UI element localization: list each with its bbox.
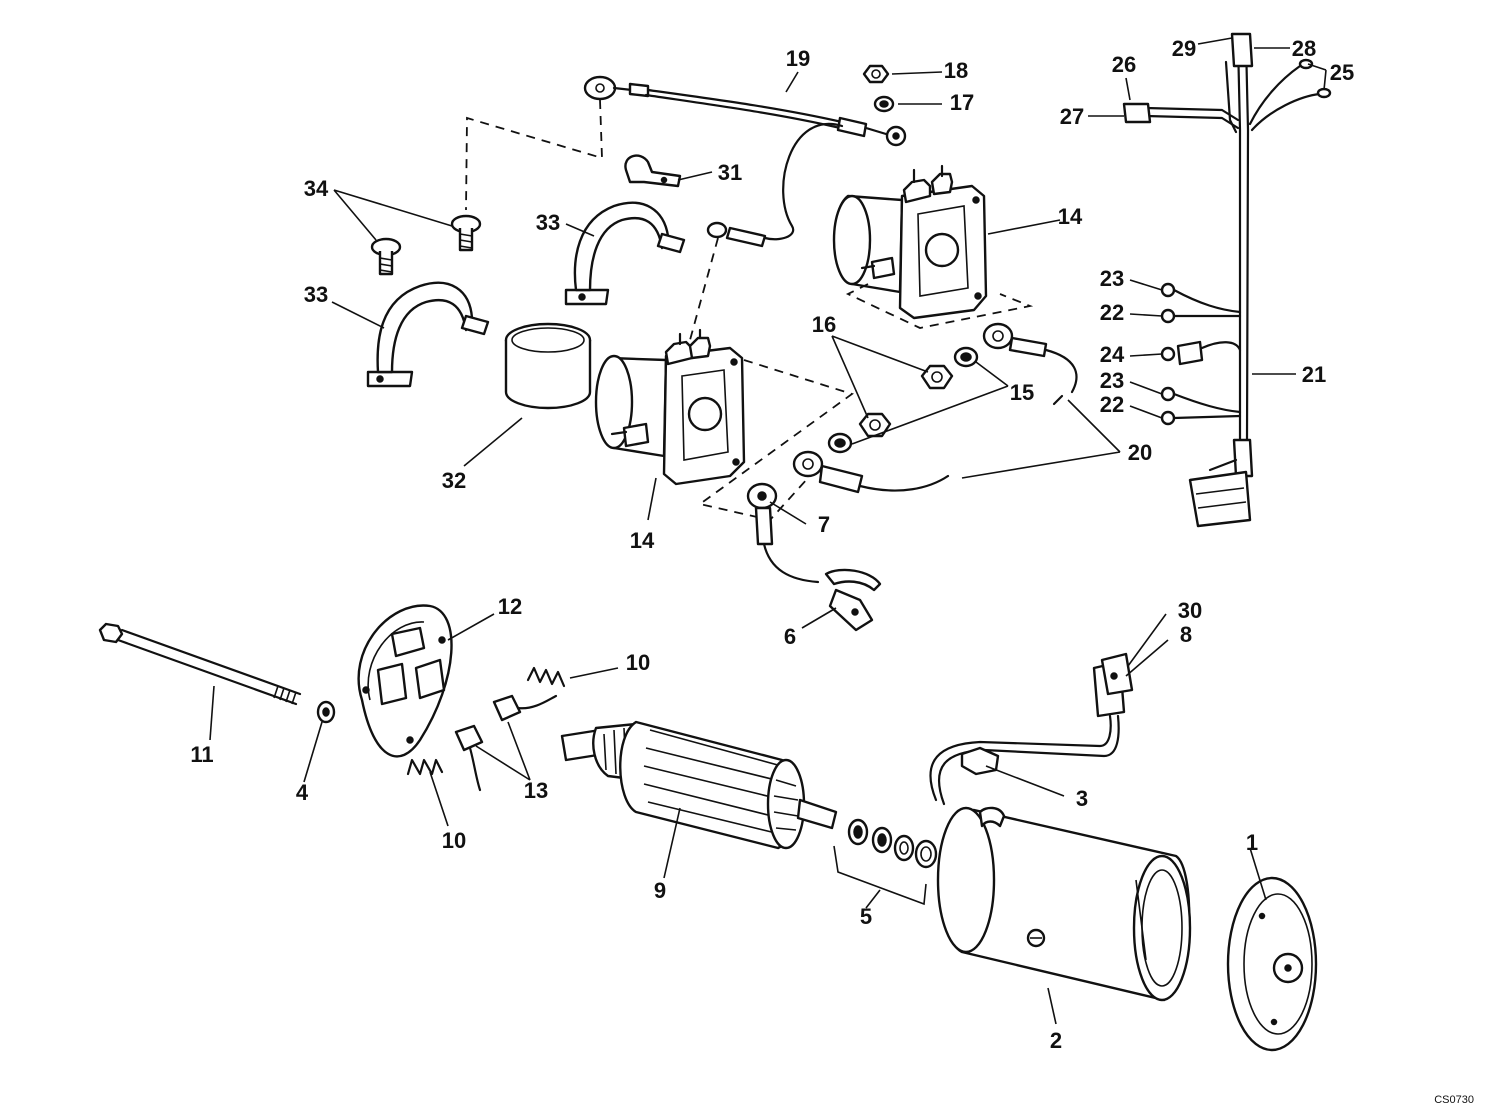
thrust-washer [871, 826, 893, 854]
callout-30: 30 [1178, 598, 1202, 623]
callout-5: 5 [860, 904, 872, 929]
clamp [366, 281, 490, 388]
callout-10a: 10 [626, 650, 650, 675]
callout-18: 18 [944, 58, 968, 83]
connection-line [689, 237, 719, 341]
nut [920, 364, 954, 390]
brush-spring [406, 758, 444, 776]
connection-line [465, 99, 603, 211]
clamp [564, 201, 686, 306]
callout-9: 9 [654, 878, 666, 903]
callout-26: 26 [1112, 52, 1136, 77]
drawing-number: CS0730 [1434, 1094, 1474, 1105]
nut [858, 412, 892, 438]
callout-6: 6 [784, 624, 796, 649]
callout-22b: 22 [1100, 392, 1124, 417]
thrust-washer [847, 818, 869, 846]
callout-31: 31 [718, 160, 742, 185]
callout-17: 17 [950, 90, 974, 115]
callout-14a: 14 [1058, 204, 1083, 229]
callout-34: 34 [304, 176, 329, 201]
callout-25: 25 [1330, 60, 1354, 85]
drive-end-cap [1226, 876, 1318, 1052]
ground-cable [746, 482, 820, 584]
callout-23b: 23 [1100, 368, 1124, 393]
washer [316, 700, 336, 724]
callout-3: 3 [1076, 786, 1088, 811]
screw [370, 237, 402, 276]
callout-19: 19 [786, 46, 810, 71]
callout-28: 28 [1292, 36, 1316, 61]
lock-washer [873, 95, 895, 113]
callout-1: 1 [1246, 830, 1258, 855]
callout-10b: 10 [442, 828, 466, 853]
callout-32: 32 [442, 468, 466, 493]
brush [492, 694, 558, 722]
lock-washer [953, 346, 979, 368]
callout-29: 29 [1172, 36, 1196, 61]
mounting-outline [697, 359, 854, 521]
leader-lines [209, 37, 1327, 1025]
callout-24: 24 [1100, 342, 1125, 367]
callouts: 1 2 3 4 5 6 7 8 9 10 10 11 12 13 14 14 1… [190, 36, 1354, 1053]
callout-8: 8 [1180, 622, 1192, 647]
callout-12: 12 [498, 594, 522, 619]
callout-2: 2 [1050, 1028, 1062, 1053]
callout-33b: 33 [536, 210, 560, 235]
thrust-washer [893, 834, 915, 862]
lock-washer [827, 432, 853, 454]
thru-bolt [98, 622, 302, 706]
callout-20: 20 [1128, 440, 1152, 465]
callout-11: 11 [190, 742, 213, 767]
callout-15: 15 [1010, 380, 1034, 405]
starter-solenoid [832, 164, 988, 320]
callout-4: 4 [296, 780, 309, 805]
callout-14b: 14 [630, 528, 655, 553]
brush [454, 724, 484, 792]
mounting-outline [845, 283, 1034, 329]
armature [560, 720, 838, 850]
solenoid-sleeve [504, 322, 592, 410]
thrust-washer [914, 839, 938, 869]
callout-23a: 23 [1100, 266, 1124, 291]
screw [450, 214, 482, 252]
motor-frame [936, 806, 1192, 1002]
callout-13: 13 [524, 778, 548, 803]
positive-cable [583, 75, 907, 248]
callout-bracket [833, 845, 927, 906]
starter-solenoid [594, 328, 746, 486]
callout-22a: 22 [1100, 300, 1124, 325]
solenoid-cable [792, 450, 950, 494]
callout-16: 16 [812, 312, 836, 337]
solenoid-cable [982, 322, 1078, 406]
ground-terminal [824, 568, 882, 632]
wiring-harness [1122, 32, 1332, 528]
callout-7: 7 [818, 512, 830, 537]
brush-end-plate [357, 604, 453, 758]
brush-spring [526, 666, 566, 688]
callout-33a: 33 [304, 282, 328, 307]
field-lead [929, 652, 1134, 806]
callout-27: 27 [1060, 104, 1084, 129]
callout-21: 21 [1302, 362, 1326, 387]
nut [862, 64, 890, 84]
cable-clip [624, 154, 682, 188]
